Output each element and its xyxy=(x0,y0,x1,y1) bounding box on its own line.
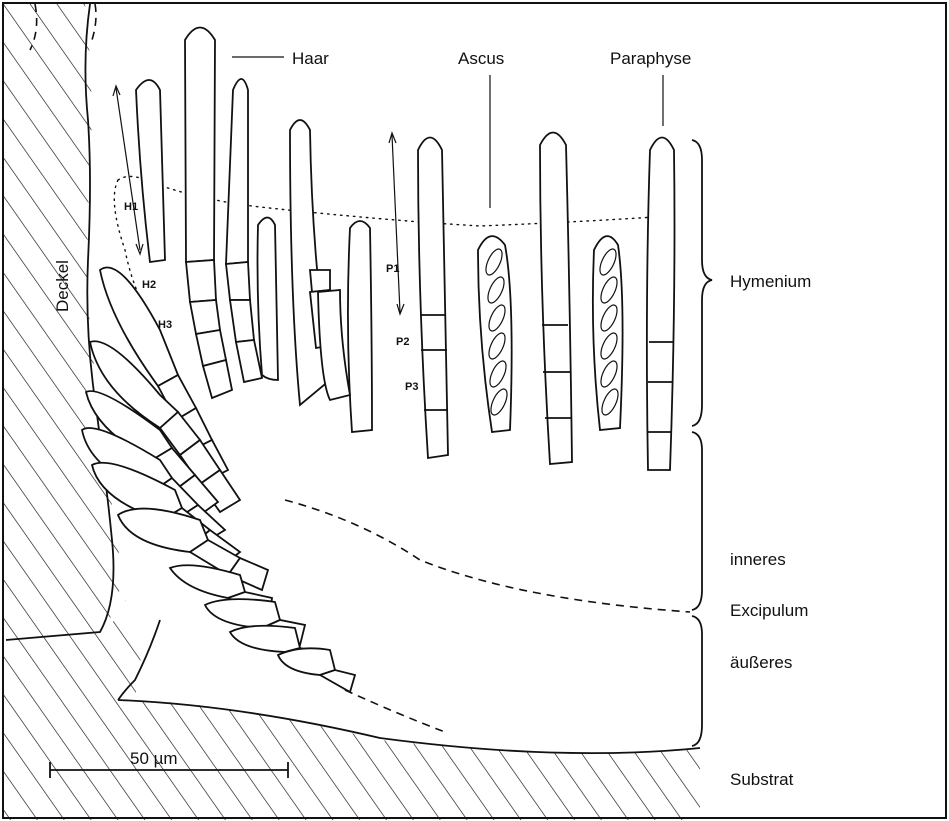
label-excipulum: Excipulum xyxy=(730,601,808,620)
hymenium-brace xyxy=(692,140,712,426)
substrate-region xyxy=(4,4,121,640)
label-p3: P3 xyxy=(405,381,418,393)
label-hymenium: Hymenium xyxy=(730,272,811,291)
label-inneres: inneres xyxy=(730,550,786,569)
label-paraphyse: Paraphyse xyxy=(610,49,691,68)
label-h1: H1 xyxy=(124,201,138,213)
paraphyses xyxy=(418,133,675,471)
excipulum-inner-boundary xyxy=(285,500,690,612)
label-p2: P2 xyxy=(396,336,409,348)
label-haar: Haar xyxy=(292,49,329,68)
scale-label: 50 µm xyxy=(130,749,178,768)
excipulum-outer-boundary xyxy=(345,690,445,732)
label-p1: P1 xyxy=(386,263,399,275)
label-substrat: Substrat xyxy=(730,770,794,789)
outer-excipulum-brace xyxy=(692,616,702,746)
inner-excipulum-brace xyxy=(692,432,702,610)
substrate-bottom xyxy=(4,600,700,820)
label-aeusseres: äußeres xyxy=(730,653,792,672)
label-h3: H3 xyxy=(158,319,172,331)
label-h2: H2 xyxy=(142,279,156,291)
paraphysis-growth-zones: P1 P2 P3 xyxy=(386,133,418,393)
label-deckel: Deckel xyxy=(53,260,72,312)
label-ascus: Ascus xyxy=(458,49,504,68)
substrate-right-strip xyxy=(700,432,945,748)
deckel-top-dash-2 xyxy=(92,4,96,40)
